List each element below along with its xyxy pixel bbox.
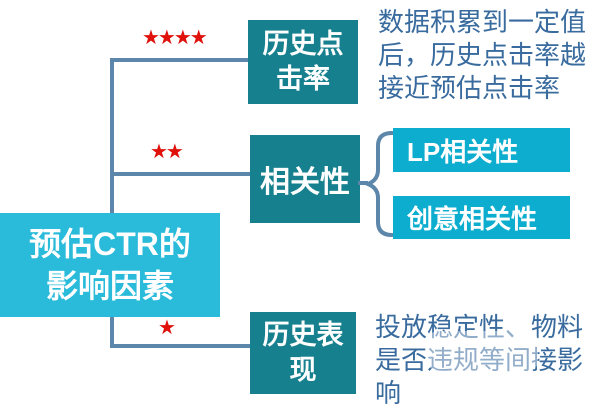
curly-brace-icon [362, 129, 394, 244]
subnode-creative-relevance-label: 创意相关性 [407, 204, 538, 234]
connector-branch-relevance [110, 172, 252, 176]
node-historical-performance: 历史表 现 [250, 312, 356, 394]
connector-branch-historical-performance [110, 344, 252, 348]
node-historical-ctr-label: 历史点 击率 [262, 28, 344, 94]
node-relevance-label: 相关性 [260, 166, 350, 199]
node-relevance: 相关性 [250, 135, 360, 223]
node-historical-ctr: 历史点 击率 [248, 20, 358, 104]
star-rating-relevance: ★★ [150, 141, 184, 163]
root-node-estimated-ctr-factors: 预估CTR的 影响因素 [0, 213, 220, 317]
node-historical-performance-label: 历史表 现 [262, 319, 344, 385]
connector-trunk [110, 58, 114, 348]
star-rating-historical-ctr: ★★★★ [142, 27, 208, 49]
connector-relevance-to-brace [358, 181, 368, 185]
root-node-label: 预估CTR的 影响因素 [29, 225, 191, 304]
subnode-lp-relevance-label: LP相关性 [407, 136, 519, 167]
star-rating-historical-performance: ★ [158, 317, 176, 339]
connector-branch-historical-ctr [110, 58, 250, 62]
annotation-historical-ctr: 数据积累到一定值 后，历史点击率越 接近预估点击率 [378, 7, 587, 103]
annotation-historical-performance: 投放稳定性、物料 是否违规等间接影 响 [375, 312, 584, 408]
subnode-lp-relevance: LP相关性 [393, 128, 570, 172]
subnode-creative-relevance: 创意相关性 [393, 196, 570, 239]
